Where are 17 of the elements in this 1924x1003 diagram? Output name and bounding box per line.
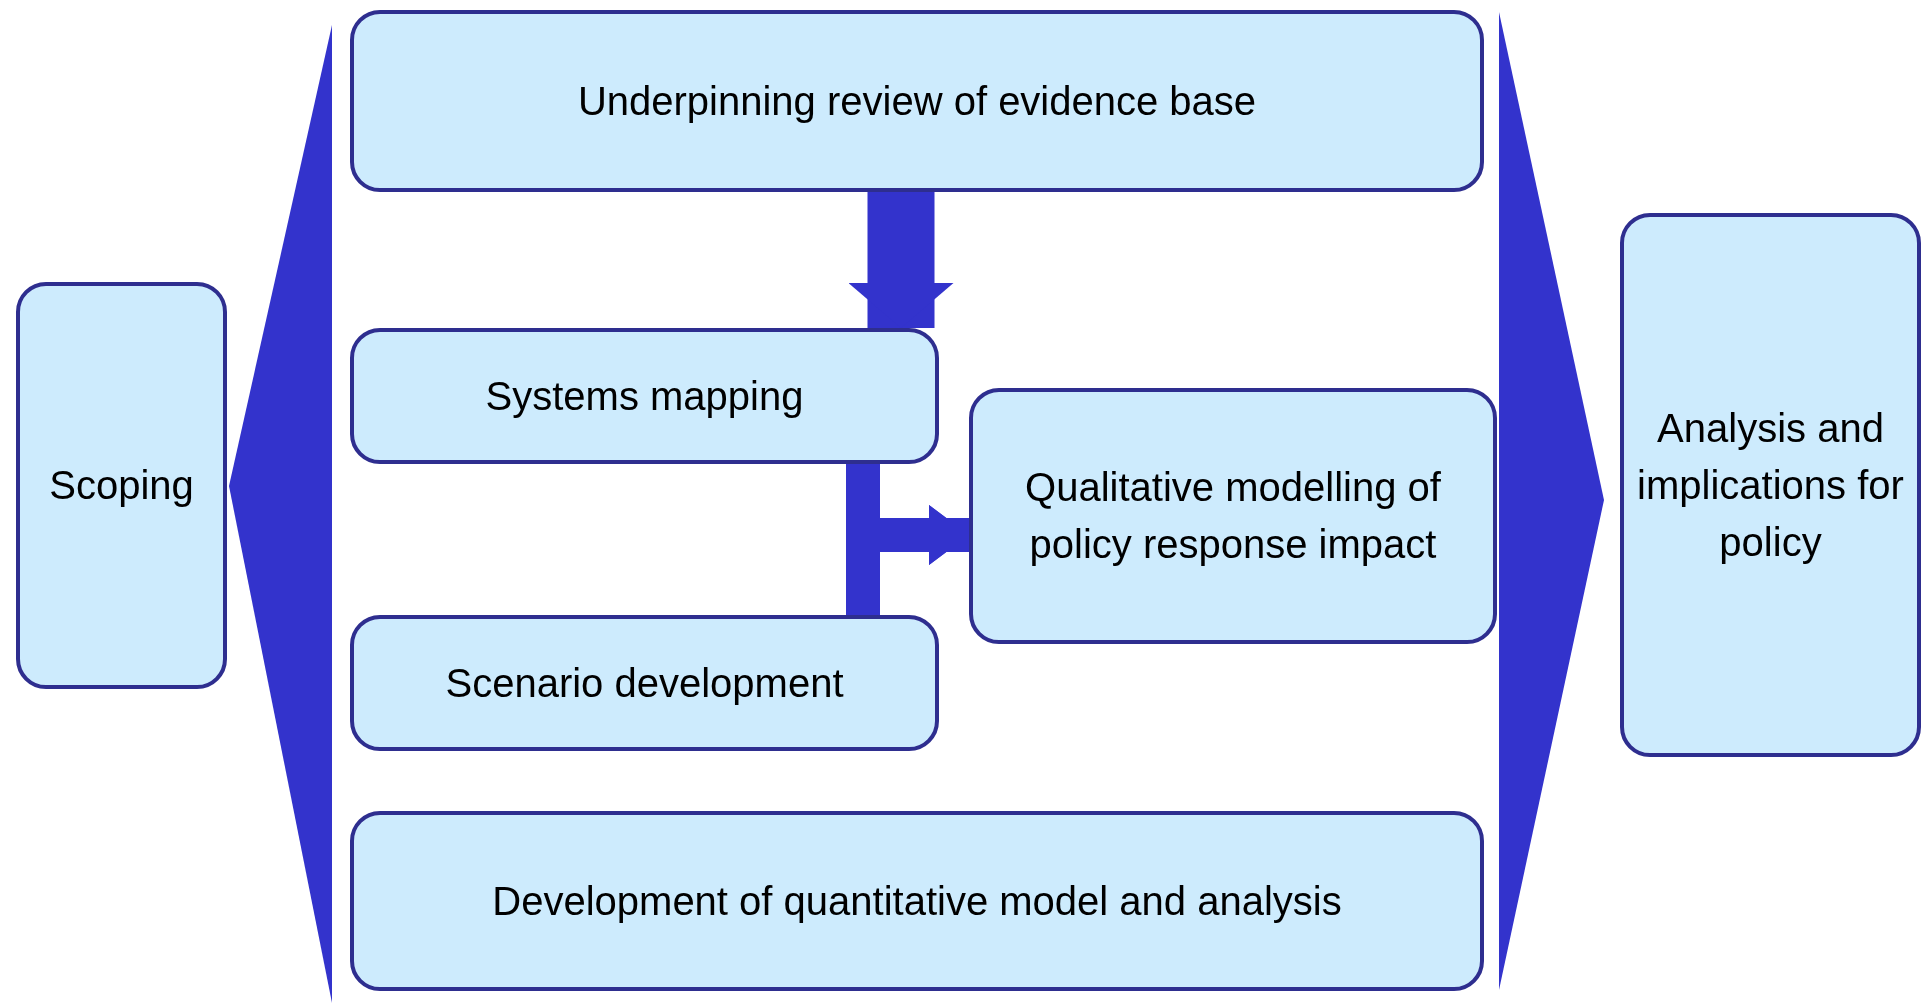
box-label: Analysis and implications for policy [1636, 404, 1905, 566]
process-box [350, 811, 1484, 991]
box-label: Scenario development [445, 659, 844, 707]
box-label: Systems mapping [485, 372, 804, 420]
box-label: Qualitative modelling of policy response impact [1024, 464, 1442, 568]
process-box [969, 388, 1497, 644]
process-box [350, 10, 1484, 192]
process-box [1620, 213, 1921, 757]
block-arrow [848, 192, 954, 328]
fan-wedge [1499, 12, 1604, 990]
process-box [350, 328, 939, 464]
process-box [16, 282, 227, 689]
fan-wedge [229, 25, 332, 1003]
process-box [350, 615, 939, 751]
box-label: Underpinning review of evidence base [577, 77, 1257, 125]
box-label: Scoping [49, 462, 194, 509]
box-label: Development of quantitative model and analysis [492, 877, 1342, 925]
